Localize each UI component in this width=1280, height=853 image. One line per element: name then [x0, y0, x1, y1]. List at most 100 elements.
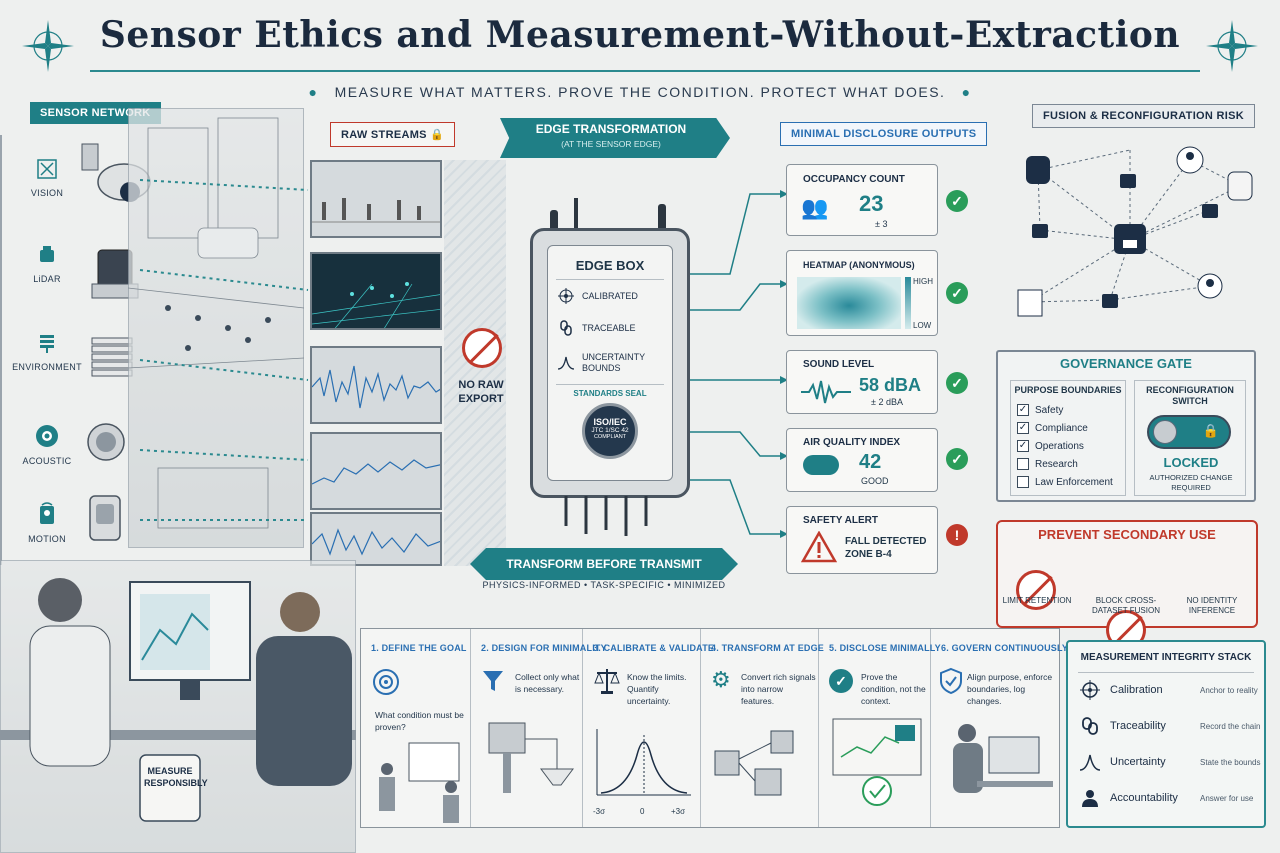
purpose-label: Safety — [1035, 404, 1064, 416]
heatmap-title: HEATMAP (ANONYMOUS) — [803, 260, 915, 270]
bullet-icon: ● — [961, 84, 972, 100]
air-value: 42 — [859, 451, 882, 473]
edge-row-label: CALIBRATED — [582, 291, 638, 301]
purpose-operations[interactable]: ✓Operations — [1017, 437, 1125, 455]
funnel-icon — [483, 671, 503, 691]
purpose-compliance[interactable]: ✓ Compliance — [1017, 419, 1125, 437]
step-text: Know the limits. Quantify uncertainty. — [627, 672, 687, 706]
edge-transformation-banner — [500, 118, 730, 158]
prevent-item-label: NO IDENTITY INFERENCE — [1186, 596, 1238, 615]
sound-title: SOUND LEVEL — [803, 359, 875, 370]
step-disclose-minimally: 5. DISCLOSE MINIMALLY ✓ Prove the condit… — [819, 629, 941, 827]
antenna-icon — [550, 198, 666, 232]
purpose-label: Compliance — [1035, 422, 1088, 434]
chain-link-icon — [560, 320, 572, 336]
seal-line: JTC 1/SC 42 — [591, 427, 629, 434]
subtitle-text: MEASURE WHAT MATTERS. PROVE THE CONDITIO… — [334, 84, 946, 100]
checkbox-checked[interactable]: ✓ — [1017, 440, 1029, 452]
stack-row-desc: Anchor to reality — [1200, 685, 1258, 695]
safety-line2: ZONE B-4 — [845, 549, 892, 560]
chain-link-icon — [1082, 717, 1098, 735]
sensor-divider — [0, 135, 2, 565]
authorized-change-text: AUTHORIZED CHANGE REQUIRED — [1149, 473, 1233, 492]
mug-line: RESPONSIBLY — [144, 778, 208, 788]
alert-icon: ! — [946, 524, 968, 546]
compass-rose-icon — [1206, 20, 1258, 72]
mug-line: MEASURE — [147, 766, 193, 776]
whiteboard-sketch — [379, 742, 460, 823]
purpose-research[interactable]: Research — [1017, 455, 1125, 473]
prevent-secondary-use-panel: PREVENT SECONDARY USE LIMIT RETENTION BL… — [996, 520, 1258, 690]
heatmap-image — [797, 277, 901, 329]
sensor-vision: VISION — [2, 158, 92, 198]
edge-calibrated: CALIBRATED — [558, 288, 672, 304]
soundwave-icon — [801, 380, 851, 404]
no-database-icon — [1016, 570, 1056, 610]
check-icon: ✓ — [946, 282, 968, 304]
heatmap-scale — [905, 277, 911, 329]
bell-curve-chart — [596, 729, 691, 796]
sensor-motion: MOTION — [2, 502, 92, 544]
governance-title: GOVERNANCE GATE — [1060, 356, 1192, 371]
edge-transformation-sub: (AT THE SENSOR EDGE) — [561, 139, 661, 149]
target-icon — [373, 669, 399, 695]
step-title: 6. GOVERN CONTINUOUSLY — [941, 643, 1069, 653]
step-title: 3. CALIBRATE & VALIDATE — [593, 643, 715, 653]
check-circle-icon: ✓ — [829, 669, 853, 693]
step-text: Align purpose, enforce boundaries, log c… — [967, 672, 1053, 706]
no-export-icon — [462, 328, 502, 368]
shield-check-icon — [940, 667, 962, 695]
funnel-sketch — [488, 722, 574, 793]
step-text: Collect only what is necessary. — [515, 672, 580, 694]
sensor-acoustic: ACOUSTIC — [2, 424, 92, 466]
stack-row-desc: Answer for use — [1200, 793, 1254, 803]
safety-alert-card: SAFETY ALERT FALL DETECTED ZONE B-4 — [786, 506, 938, 574]
minimal-disclosure-label: MINIMAL DISCLOSURE OUTPUTS — [780, 122, 988, 146]
checkbox-unchecked[interactable] — [1017, 476, 1029, 488]
sensor-label: ENVIRONMENT — [12, 362, 82, 372]
no-raw-export-label: NO RAW EXPORT — [458, 379, 504, 405]
city-scene-illustration — [128, 108, 304, 548]
lock-icon: 🔒 — [1202, 423, 1219, 438]
stack-row-uncertainty: Uncertainty State the bounds — [1080, 752, 1261, 772]
checkbox-unchecked[interactable] — [1017, 458, 1029, 470]
raw-stream-environment — [310, 432, 442, 510]
occupancy-value: 23 — [859, 191, 884, 216]
sigma-left-label: -3σ — [593, 807, 606, 816]
seal-line: ISO/IEC — [593, 417, 627, 427]
cubes-sketch — [714, 730, 794, 796]
warning-icon — [801, 531, 837, 563]
raw-streams-label: RAW STREAMS 🔒 — [330, 122, 456, 147]
step-govern-continuously: 6. GOVERN CONTINUOUSLY Align purpose, en… — [931, 629, 1069, 827]
check-icon: ✓ — [946, 372, 968, 394]
prevent-item-label: BLOCK CROSS-DATASET FUSION — [1091, 596, 1160, 615]
step-design-minimality: 2. DESIGN FOR MINIMALITY Collect only wh… — [471, 629, 607, 827]
sound-uncertainty: ± 2 dBA — [871, 397, 903, 407]
stack-row-name: Uncertainty — [1110, 756, 1166, 768]
checkbox-checked[interactable]: ✓ — [1017, 404, 1029, 416]
mug-text: MEASURE RESPONSIBLY — [144, 765, 208, 789]
bell-curve-icon — [1080, 754, 1100, 771]
scales-icon — [594, 669, 620, 694]
stack-row-desc: State the bounds — [1200, 757, 1261, 767]
sigma-mid-label: 0 — [640, 807, 645, 816]
raw-stream-video — [310, 160, 442, 238]
prevent-item-label: LIMIT RETENTION — [1002, 596, 1072, 605]
cloud-icon — [803, 455, 839, 475]
governance-gate-panel: GOVERNANCE GATE PURPOSE BOUNDARIES ✓Safe… — [996, 350, 1256, 502]
title-divider — [90, 70, 1200, 72]
seal-line: COMPLIANT — [593, 434, 627, 440]
purpose-safety[interactable]: ✓ Safety — [1017, 401, 1125, 419]
motion-sensor-icon — [40, 502, 54, 524]
sound-level-card: SOUND LEVEL 58 dBA ± 2 dBA — [786, 350, 938, 414]
reconfiguration-toggle[interactable]: 🔒 — [1147, 415, 1231, 449]
checkbox-checked[interactable]: ✓ — [1017, 422, 1029, 434]
purpose-boundaries-box: PURPOSE BOUNDARIES ✓Safety ✓Compliance ✓… — [1010, 380, 1126, 496]
lidar-icon — [40, 246, 54, 262]
crosshair-icon — [558, 288, 574, 304]
heatmap-high: HIGH — [913, 277, 933, 286]
purpose-law-enforcement[interactable]: Law Enforcement — [1017, 473, 1125, 491]
sigma-right-label: +3σ — [671, 807, 686, 816]
step-title: 1. DEFINE THE GOAL — [371, 643, 467, 653]
stack-row-accountability: Accountability Answer for use — [1080, 788, 1253, 808]
